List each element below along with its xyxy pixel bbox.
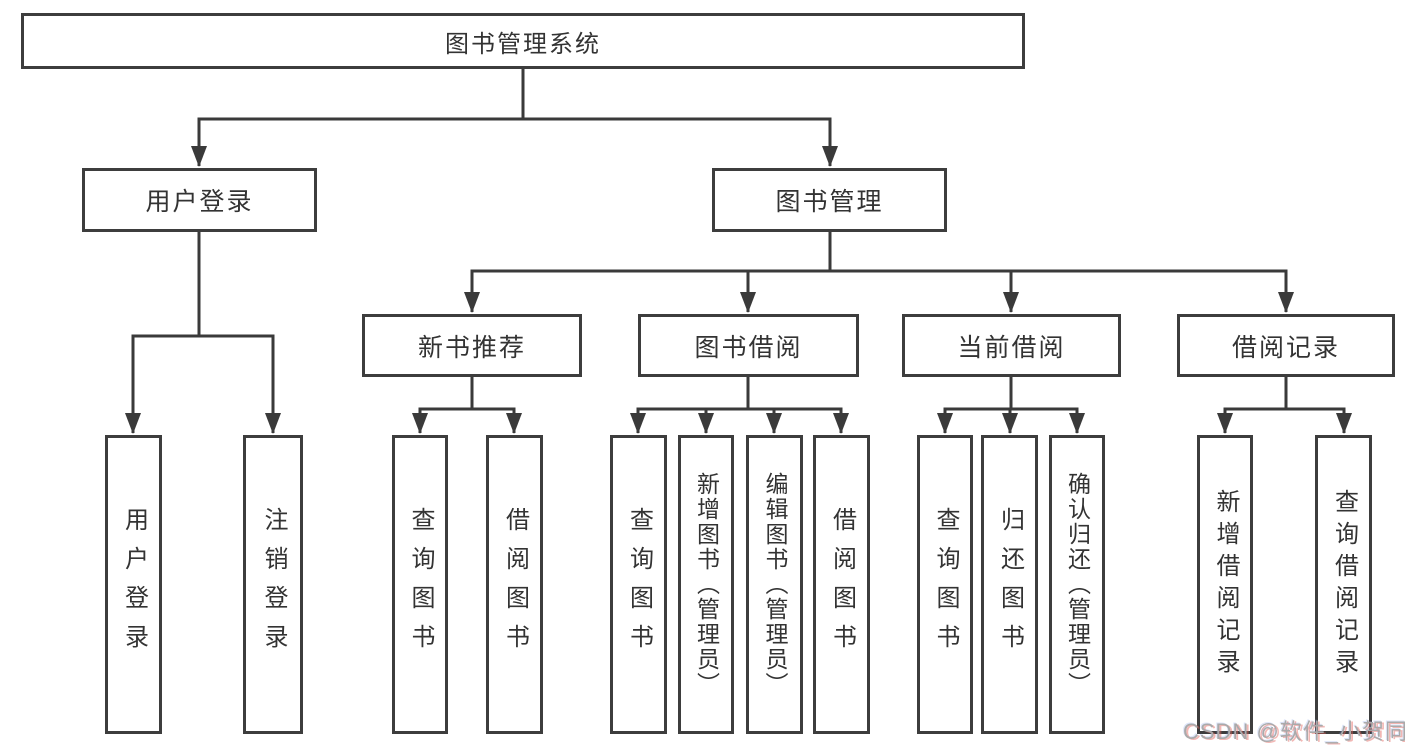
leaf-query-books-borrow: 查询图书 <box>610 435 667 734</box>
leaf-label: 借阅图书 <box>828 506 856 663</box>
leaf-query-borrow-record: 查询借阅记录 <box>1315 435 1372 734</box>
leaf-label: 新增图书（管理员） <box>693 472 720 697</box>
node-label: 图书管理系统 <box>445 30 601 58</box>
leaf-label: 查询图书 <box>932 506 959 663</box>
node-borrow-records: 借阅记录 <box>1177 314 1395 377</box>
node-label: 用户登录 <box>145 188 254 216</box>
leaf-label: 新增借阅记录 <box>1212 488 1239 681</box>
node-current-borrow: 当前借阅 <box>902 314 1121 377</box>
node-new-book-recommend: 新书推荐 <box>362 314 582 377</box>
leaf-borrow-books-recommend: 借阅图书 <box>486 435 543 734</box>
leaf-add-borrow-record: 新增借阅记录 <box>1197 435 1253 734</box>
node-label: 新书推荐 <box>417 333 526 362</box>
csdn-watermark: CSDN @软件_小贺同学 <box>1183 719 1405 744</box>
leaf-add-books-admin: 新增图书（管理员） <box>678 435 734 734</box>
leaf-query-books-recommend: 查询图书 <box>392 435 448 734</box>
node-label: 图书借阅 <box>694 333 803 362</box>
leaf-label: 用户登录 <box>120 506 148 663</box>
leaf-borrow-books: 借阅图书 <box>813 435 870 734</box>
leaf-label: 查询借阅记录 <box>1330 488 1358 681</box>
leaf-return-books: 归还图书 <box>981 435 1038 734</box>
node-user-login: 用户登录 <box>82 168 317 232</box>
leaf-label: 编辑图书（管理员） <box>762 472 788 697</box>
leaf-label: 查询图书 <box>625 506 653 663</box>
leaf-label: 注销登录 <box>260 506 287 663</box>
leaf-confirm-return-admin: 确认归还（管理员） <box>1049 435 1105 734</box>
node-label: 当前借阅 <box>957 333 1066 362</box>
leaf-label: 借阅图书 <box>501 506 529 663</box>
node-label: 借阅记录 <box>1231 333 1340 362</box>
leaf-label: 归还图书 <box>996 506 1024 663</box>
leaf-label: 确认归还（管理员） <box>1064 472 1091 697</box>
node-book-borrow: 图书借阅 <box>638 314 859 377</box>
node-book-management: 图书管理 <box>712 168 947 232</box>
leaf-user-login: 用户登录 <box>105 435 162 734</box>
leaf-edit-books-admin: 编辑图书（管理员） <box>746 435 803 734</box>
node-label: 图书管理 <box>775 188 884 216</box>
leaf-label: 查询图书 <box>407 506 434 663</box>
leaf-query-books-current: 查询图书 <box>917 435 973 734</box>
leaf-logout: 注销登录 <box>243 435 303 734</box>
node-library-management-system: 图书管理系统 <box>21 13 1025 69</box>
